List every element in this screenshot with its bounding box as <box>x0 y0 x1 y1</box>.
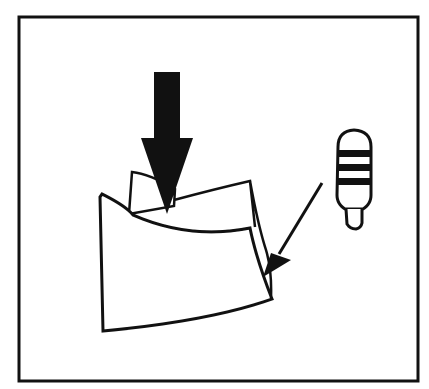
down-arrow-icon <box>141 72 193 214</box>
diagonal-arrow-icon <box>263 182 324 277</box>
shell-fold-line <box>132 213 251 234</box>
applicator-bottle-icon <box>335 128 373 231</box>
curved-outer-shell <box>98 192 274 333</box>
shell-right-curl <box>248 180 273 299</box>
